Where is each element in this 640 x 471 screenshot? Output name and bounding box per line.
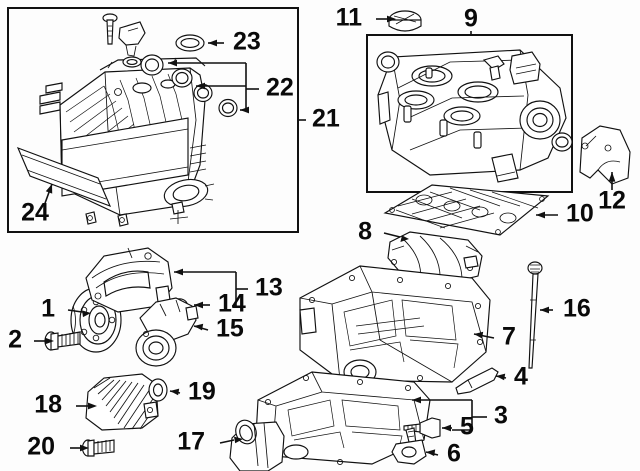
callout-19: 19 bbox=[188, 378, 216, 406]
valve-cover-assembly bbox=[376, 49, 573, 183]
intercooler-gasket-strip bbox=[16, 146, 112, 208]
callout-10: 10 bbox=[566, 200, 594, 228]
manifold-bracket-bolt bbox=[102, 13, 118, 45]
callout-21: 21 bbox=[312, 105, 340, 133]
oil-pump-housing bbox=[135, 297, 199, 367]
callout-20: 20 bbox=[27, 433, 55, 461]
manifold-sensor-bracket bbox=[118, 21, 146, 57]
callout-1: 1 bbox=[41, 295, 55, 323]
callout-22: 22 bbox=[266, 74, 294, 102]
intake-seal-ring bbox=[175, 34, 205, 52]
lower-oil-pan bbox=[255, 371, 431, 466]
callout-12: 12 bbox=[598, 187, 626, 215]
callout-16: 16 bbox=[563, 295, 591, 323]
intake-o-ring-set bbox=[122, 54, 238, 118]
callout-7: 7 bbox=[502, 323, 516, 351]
valve-cover-gasket bbox=[383, 184, 550, 236]
pulley-bolt bbox=[44, 331, 81, 351]
engine-oil-cooler bbox=[85, 373, 159, 431]
callout-5: 5 bbox=[460, 413, 474, 441]
callout-11: 11 bbox=[336, 4, 363, 32]
front-timing-cover bbox=[85, 247, 173, 313]
callout-2: 2 bbox=[8, 326, 22, 354]
oil-level-sensor bbox=[391, 427, 427, 465]
callout-24: 24 bbox=[21, 199, 49, 227]
callout-18: 18 bbox=[34, 391, 62, 419]
oil-level-dipstick bbox=[527, 261, 543, 369]
oil-filter bbox=[229, 419, 285, 471]
oil-filler-cap bbox=[388, 10, 422, 32]
callout-6: 6 bbox=[447, 440, 461, 468]
callout-4: 4 bbox=[514, 363, 528, 391]
callout-3: 3 bbox=[494, 402, 508, 430]
callout-8: 8 bbox=[358, 218, 372, 246]
callout-14: 14 bbox=[218, 290, 246, 318]
upper-oil-pan bbox=[299, 265, 491, 385]
callout-13: 13 bbox=[255, 274, 283, 302]
timing-belt-cover bbox=[579, 125, 631, 185]
callout-17: 17 bbox=[177, 428, 205, 456]
callout-15: 15 bbox=[216, 315, 244, 343]
callout-leaders bbox=[34, 15, 616, 457]
callout-9: 9 bbox=[464, 5, 478, 33]
oil-cooler-seal bbox=[148, 378, 168, 402]
callout-23: 23 bbox=[233, 28, 261, 56]
